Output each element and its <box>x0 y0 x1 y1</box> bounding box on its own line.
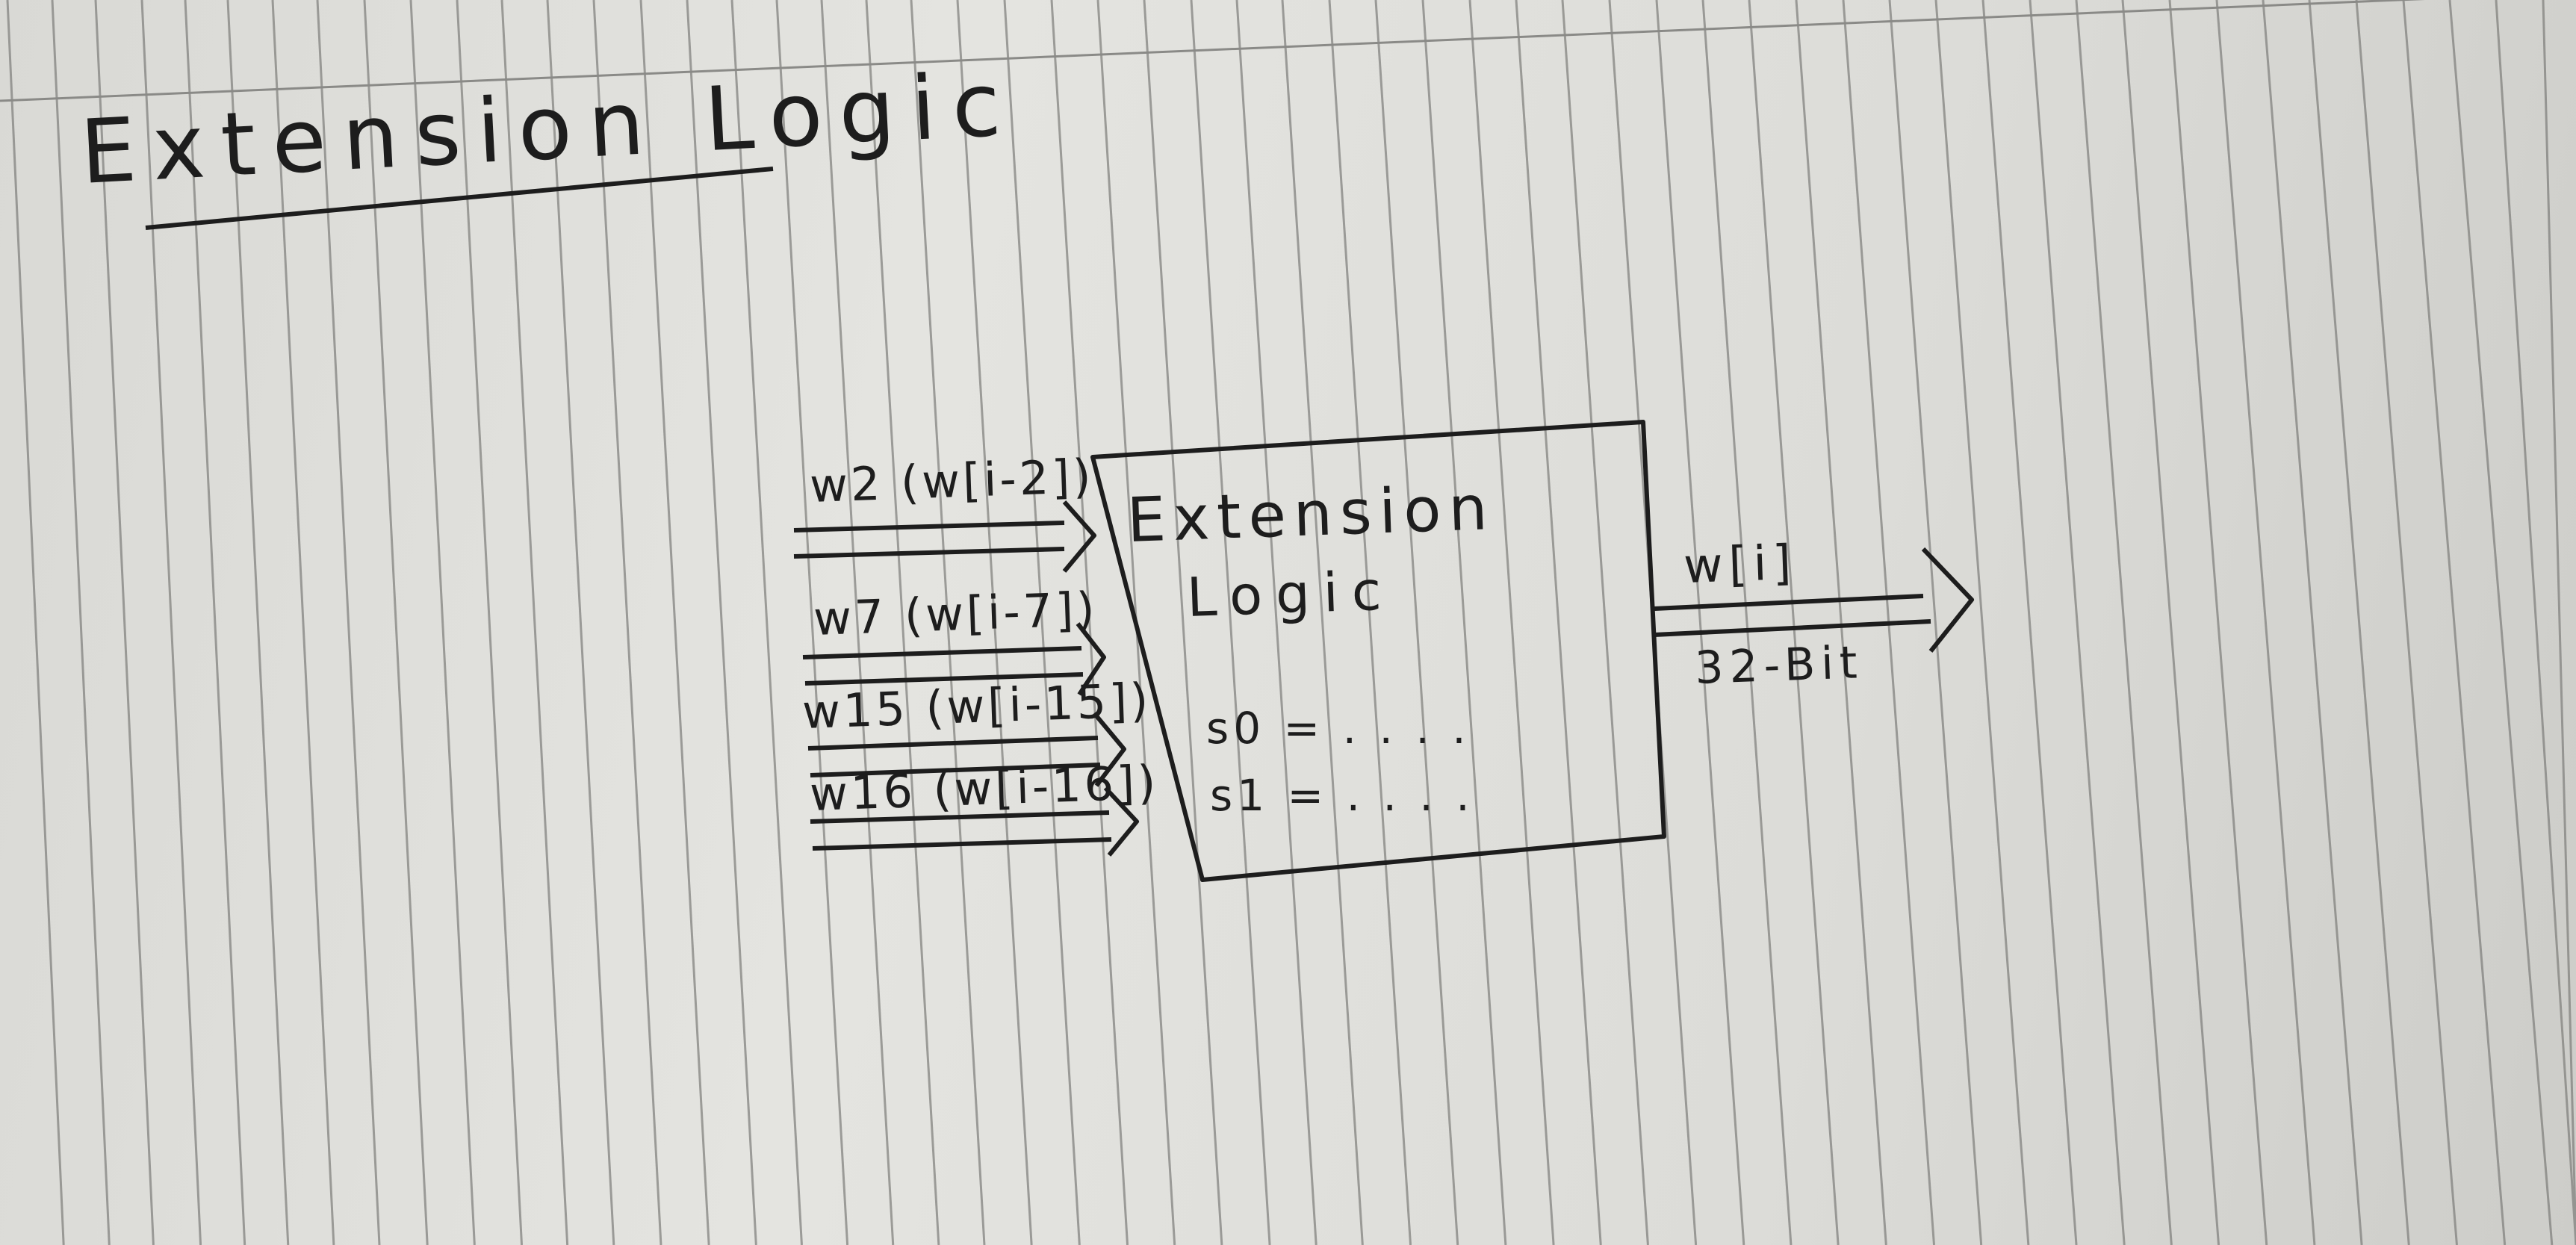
ruling-line <box>820 0 895 1245</box>
ruling-line <box>1981 0 2078 1245</box>
ruling-line <box>865 0 940 1245</box>
input-label-w16: w16 (w[i-16]) <box>809 755 1160 822</box>
ruling-line <box>686 0 757 1245</box>
page-title: Extension Logic <box>78 52 1019 204</box>
extension-logic-block <box>1090 420 1666 882</box>
ruling-line <box>1701 0 1793 1245</box>
ruling-line <box>1888 0 1983 1245</box>
ruling-line <box>1374 0 1459 1245</box>
ruling-line <box>51 0 111 1245</box>
ruling-line <box>546 0 615 1245</box>
input-label-w15: w15 (w[i-15]) <box>801 673 1152 739</box>
ruling-line <box>316 0 381 1245</box>
ruling-line <box>6 0 65 1245</box>
ruling-line <box>2355 0 2458 1245</box>
ruling-line <box>456 0 524 1245</box>
ruling-line <box>2448 0 2554 1245</box>
ruling-line <box>2121 0 2220 1245</box>
block-label-line2: Logic <box>1186 559 1396 629</box>
ruling-line <box>1143 0 1223 1245</box>
ruling-line <box>184 0 246 1245</box>
ruling-line <box>1655 0 1745 1245</box>
ruling-line <box>2215 0 2316 1245</box>
ruling-line <box>140 0 202 1245</box>
ruling-line <box>1468 0 1555 1245</box>
ruling-line <box>2075 0 2173 1245</box>
ruling-line <box>1281 0 1364 1245</box>
paper-margin-line <box>0 0 2425 102</box>
ruling-line <box>1934 0 2030 1245</box>
ruling-line <box>1003 0 1081 1245</box>
ruling-line <box>2262 0 2363 1245</box>
ruling-line <box>1050 0 1129 1245</box>
ruling-line <box>775 0 849 1245</box>
ruling-line <box>94 0 155 1245</box>
sigma0-formula: s0 = . . . . <box>1206 703 1471 754</box>
input-arrow-w15 <box>807 712 1126 787</box>
ruling-line <box>2542 0 2576 1245</box>
block-label-line1: Extension <box>1126 473 1496 556</box>
ruling-line <box>2308 0 2410 1245</box>
ruling-line <box>409 0 476 1245</box>
input-arrow-w2 <box>793 500 1096 573</box>
input-label-w2: w2 (w[i-2]) <box>809 449 1095 513</box>
ruling-line <box>639 0 710 1245</box>
title-underline <box>145 167 774 230</box>
output-bit-width: 32-Bit <box>1694 636 1864 695</box>
ruling-line <box>1515 0 1602 1245</box>
ruling-line <box>1235 0 1318 1245</box>
ruling-line <box>956 0 1033 1245</box>
ruling-line <box>592 0 662 1245</box>
ruling-line <box>1328 0 1412 1245</box>
input-label-w7: w7 (w[i-7]) <box>813 582 1099 646</box>
ruling-line <box>1748 0 1840 1245</box>
ruling-line <box>226 0 290 1245</box>
ruling-line <box>2402 0 2507 1245</box>
ruling-line <box>1561 0 1649 1245</box>
sigma1-formula: s1 = . . . . <box>1210 770 1474 821</box>
output-arrow <box>1654 547 1974 653</box>
ruling-line <box>2168 0 2268 1245</box>
ruling-line <box>910 0 986 1245</box>
ruling-line <box>1190 0 1271 1245</box>
ruling-line <box>500 0 569 1245</box>
ruling-line <box>2029 0 2126 1245</box>
input-arrow-w7 <box>802 622 1106 696</box>
ruling-line <box>730 0 803 1245</box>
ruling-line <box>2495 0 2576 1245</box>
output-label: w[i] <box>1683 535 1798 594</box>
input-arrow-w16 <box>810 786 1139 857</box>
ruling-line <box>1795 0 1887 1245</box>
ruling-line <box>271 0 335 1245</box>
ruling-line <box>1421 0 1507 1245</box>
